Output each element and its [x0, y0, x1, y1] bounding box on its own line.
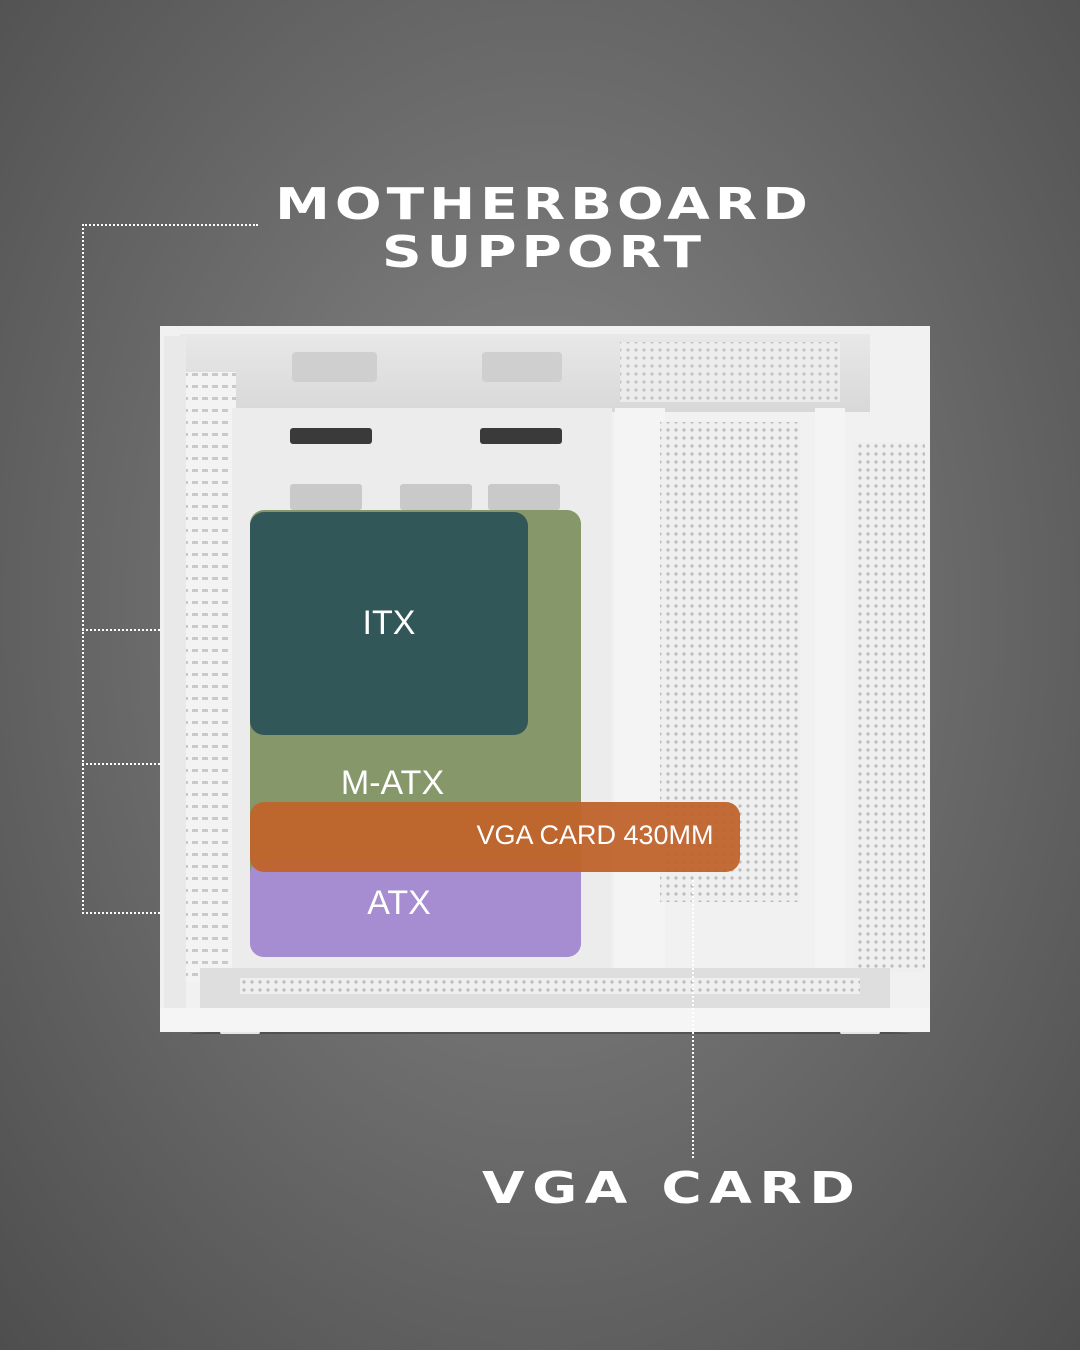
atx-label: ATX — [367, 884, 431, 922]
vga-card-zone — [250, 802, 740, 872]
vga-pointer-line — [692, 880, 694, 1158]
bracket-vertical-line — [82, 224, 84, 914]
headline-line-1: MOTHERBOARD — [275, 179, 813, 230]
itx-label: ITX — [362, 604, 416, 642]
vga-card-title: VGA CARD — [482, 1163, 863, 1214]
itx-zone — [250, 512, 528, 735]
atx-zone — [250, 860, 581, 957]
bracket-top-line — [82, 224, 258, 226]
matx-label: M-ATX — [340, 764, 445, 802]
vga-card-label: VGA CARD 430MM — [476, 820, 714, 850]
headline-line-2: SUPPORT — [381, 227, 707, 278]
